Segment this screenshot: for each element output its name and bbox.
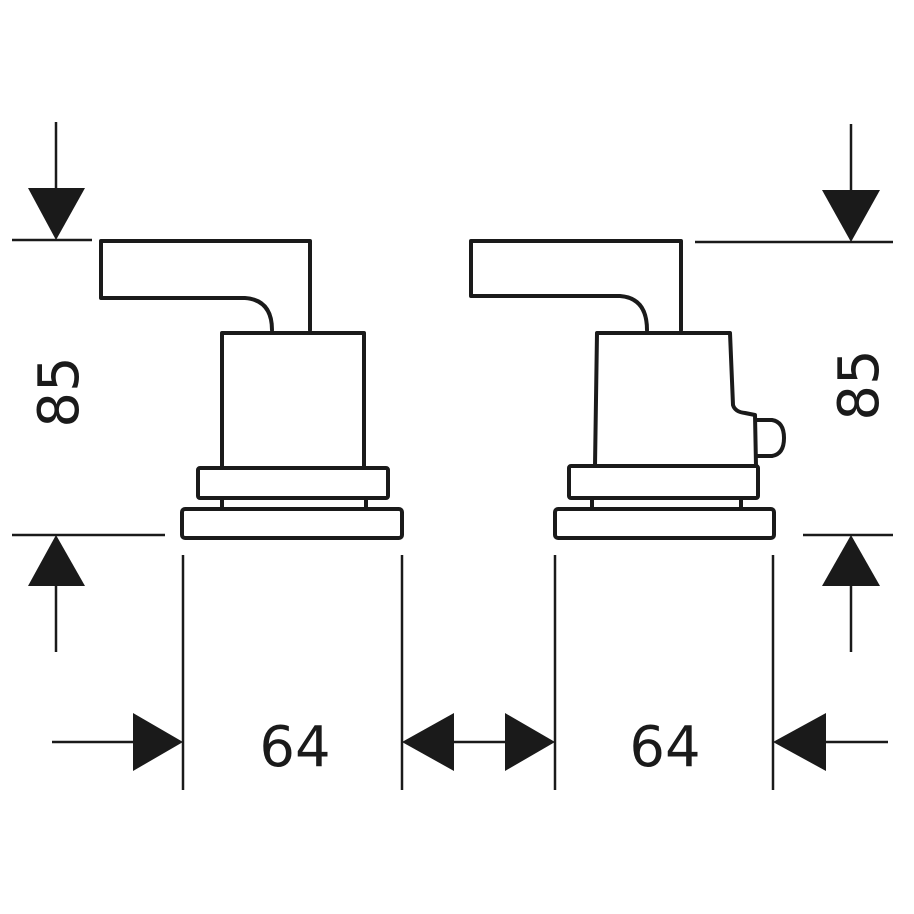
right-valve (469, 239, 786, 540)
width-dimensions: 64 64 (52, 555, 888, 790)
left-height-dimension: 85 (12, 122, 165, 652)
arrow-right-icon (133, 713, 183, 771)
left-flange (196, 466, 390, 500)
right-base-plate (553, 507, 776, 540)
left-valve-body (220, 331, 366, 470)
arrow-up-icon (28, 535, 85, 586)
arrow-right-icon (505, 713, 555, 771)
right-lever-handle (469, 239, 683, 332)
right-valve-body (593, 331, 758, 468)
arrow-left-icon (402, 713, 454, 771)
right-knob (754, 418, 786, 458)
right-width-label: 64 (629, 715, 700, 780)
left-lever-handle (99, 239, 312, 332)
arrow-up-icon (822, 535, 880, 586)
right-height-dimension: 85 (695, 124, 893, 652)
arrow-left-icon (773, 713, 826, 771)
left-stems (220, 496, 368, 510)
right-height-label: 85 (827, 349, 892, 420)
left-base-plate (180, 507, 404, 540)
left-height-label: 85 (27, 356, 92, 427)
right-flange (567, 464, 760, 500)
right-stems (590, 496, 743, 510)
arrow-down-icon (28, 188, 85, 240)
arrow-down-icon (822, 190, 880, 242)
left-width-label: 64 (259, 715, 330, 780)
left-valve (99, 239, 404, 540)
